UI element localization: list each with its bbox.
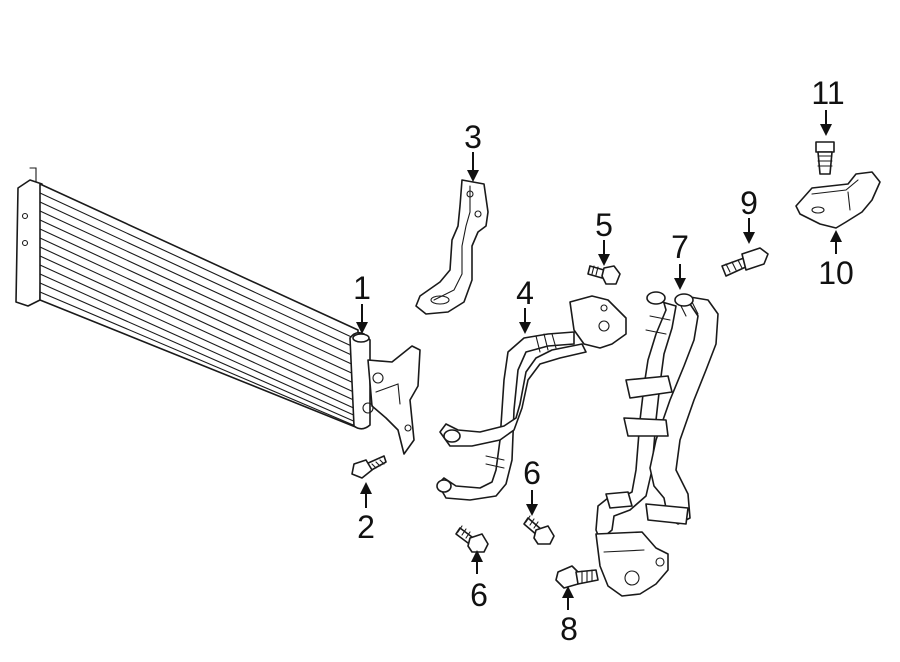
callout-7: 7 — [671, 229, 689, 265]
cooler-hoses-part-7 — [595, 291, 719, 597]
callout-4: 4 — [516, 275, 534, 311]
callout-10: 10 — [818, 255, 854, 291]
bolt-part-8 — [555, 565, 599, 589]
callout-3: 3 — [464, 119, 482, 155]
callout-2: 2 — [357, 509, 375, 545]
callout-5: 5 — [595, 207, 613, 243]
bracket-part-3 — [415, 179, 489, 315]
cooler-lines-part-4 — [436, 295, 627, 501]
oil-cooler-part — [15, 167, 421, 455]
bolt-part-5 — [587, 265, 621, 285]
callout-11: 11 — [811, 75, 844, 111]
callout-8: 8 — [560, 611, 578, 647]
bracket-part-10 — [795, 171, 881, 229]
bolt-part-6-left — [455, 525, 489, 553]
bolt-part-6-right — [523, 515, 555, 545]
bolt-part-2 — [351, 455, 387, 479]
callout-1: 1 — [353, 270, 371, 306]
callout-9: 9 — [740, 185, 758, 221]
bolt-part-11 — [815, 141, 835, 175]
connector-part-9 — [721, 247, 769, 277]
callout-6-right: 6 — [523, 455, 541, 491]
callout-arrows — [356, 110, 842, 610]
callout-6-left: 6 — [470, 577, 488, 613]
